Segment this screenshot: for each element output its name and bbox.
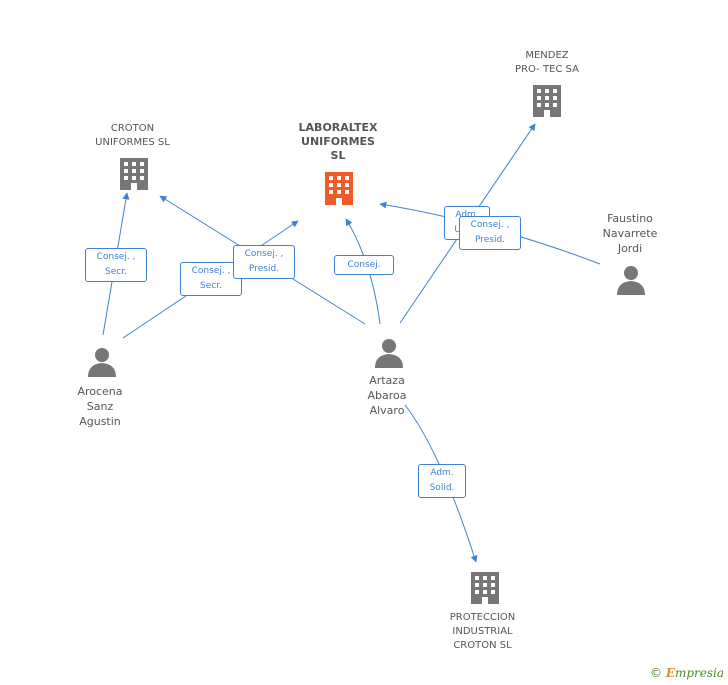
node-label-laboraltex[interactable]: LABORALTEX UNIFORMES SL [298,121,378,162]
building-icon [471,572,499,604]
badge-artaza-proteccion: Adm. Solid. [418,464,466,498]
empresia-watermark: © Empresia [650,666,724,680]
node-label-faustino[interactable]: Faustino Navarrete Jordi [602,212,658,255]
node-label-arocena[interactable]: Arocena Sanz Agustin [77,385,123,428]
badge-arocena-croton: Consej. , Secr. [85,248,147,282]
badge-artaza-laboraltex: Consej. [334,255,394,275]
person-icon [375,339,403,368]
badge-artaza-croton: Consej. , Presid. [233,245,295,279]
person-icon [617,266,645,295]
node-label-artaza[interactable]: Artaza Abaroa Alvaro [367,374,407,417]
building-icon [120,158,148,190]
brand-name: mpresia [674,666,725,680]
badge-faustino-laboraltex: Consej. , Presid. [459,216,521,250]
node-label-proteccion[interactable]: PROTECCION INDUSTRIAL CROTON SL [449,612,516,651]
building-icon [325,172,353,205]
node-label-mendez[interactable]: MENDEZ PRO- TEC SA [515,50,579,75]
building-icon [533,85,561,117]
person-icon [88,348,116,377]
brand-initial: E [665,666,675,680]
node-label-croton-uniformes[interactable]: CROTON UNIFORMES SL [95,123,170,148]
copyright-symbol: © [650,666,662,680]
badge-arocena-laboraltex: Consej. , Secr. [180,262,242,296]
